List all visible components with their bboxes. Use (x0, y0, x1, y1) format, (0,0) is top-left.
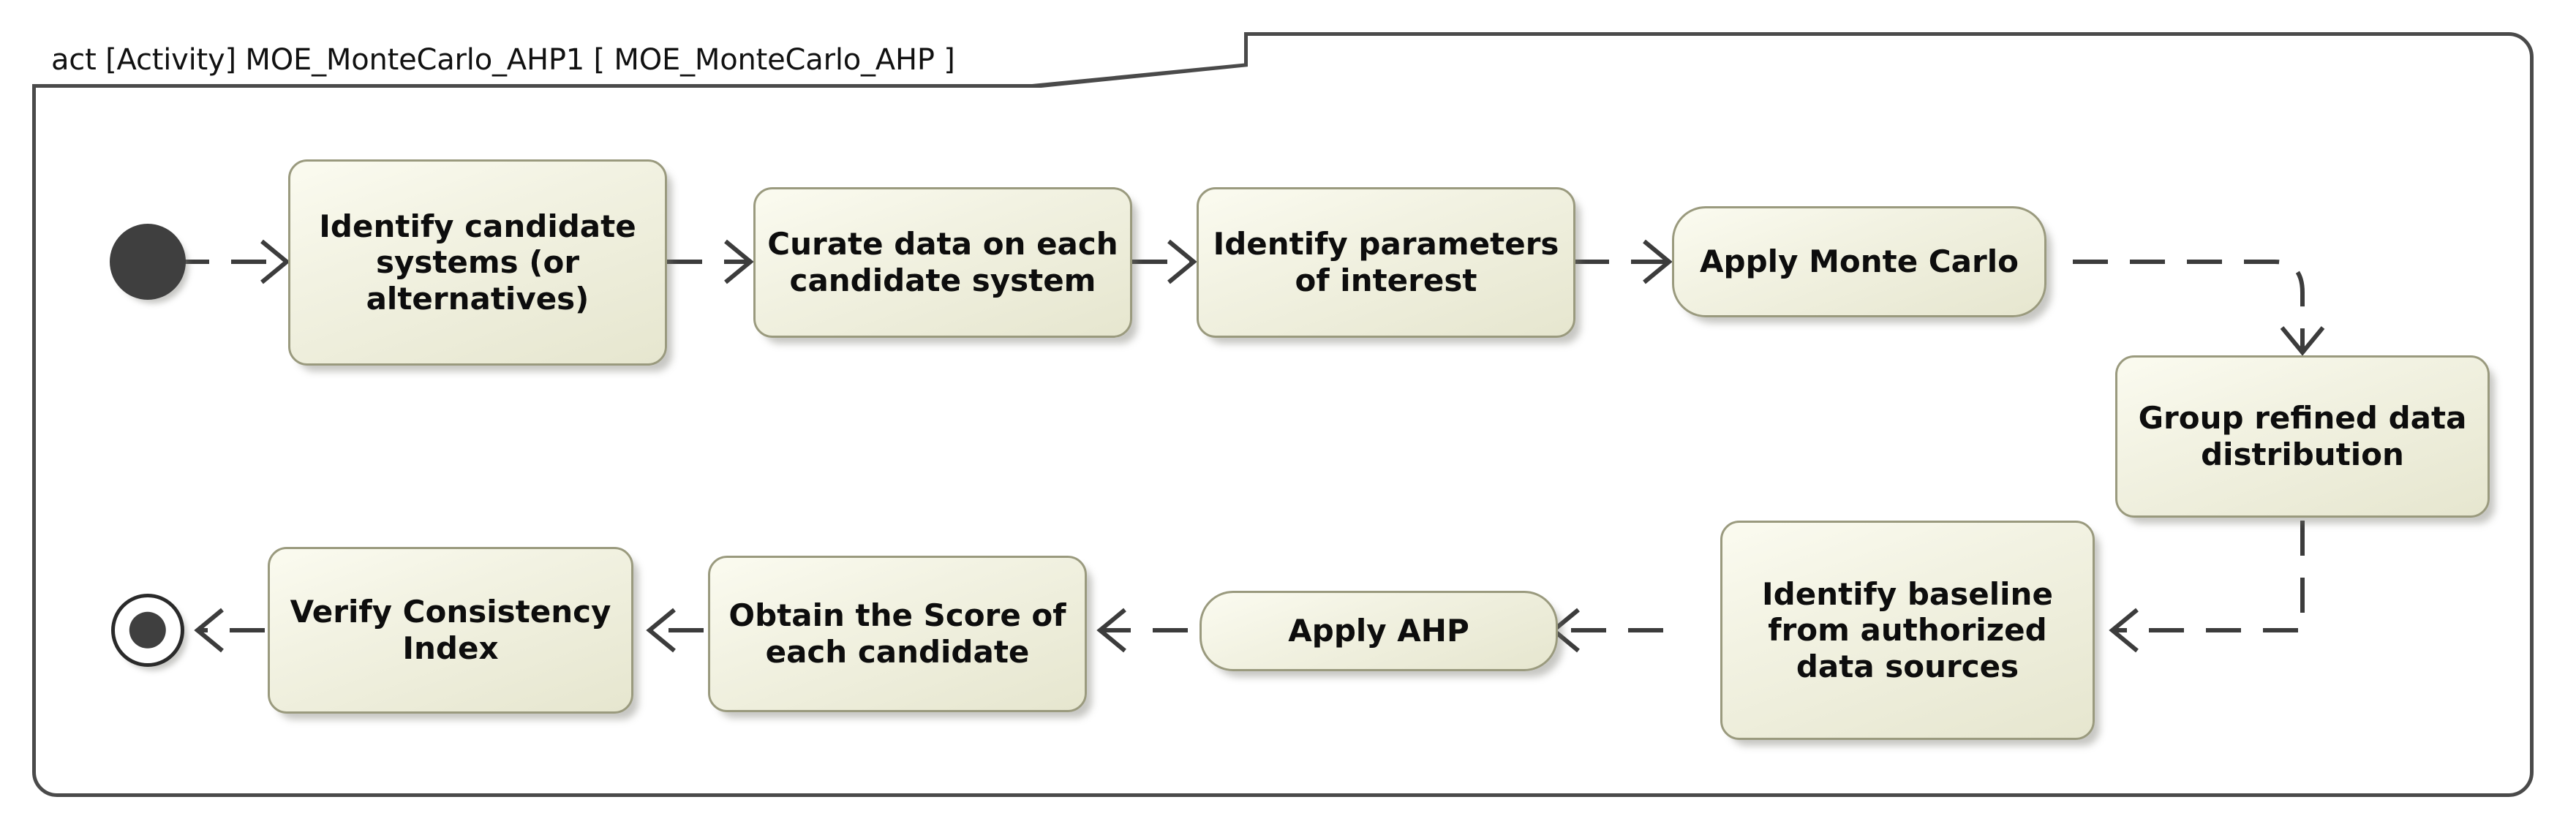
action-node-label: Obtain the Score of each candidate (728, 597, 1066, 670)
action-node-identify-candidate-systems[interactable]: Identify candidate systems (or alternati… (288, 159, 667, 366)
activity-frame (32, 32, 2534, 797)
frame-header-label: act [Activity] MOE_MonteCarlo_AHP1 [ MOE… (51, 43, 955, 77)
action-node-identify-parameters[interactable]: Identify parameters of interest (1197, 187, 1575, 338)
action-node-label: Apply Monte Carlo (1700, 243, 2019, 280)
frame-tab-fill (32, 32, 1244, 84)
action-node-label: Group refined data distribution (2138, 400, 2467, 472)
action-node-identify-baseline[interactable]: Identify baseline from authorized data s… (1720, 521, 2095, 740)
action-node-label: Identify candidate systems (or alternati… (319, 208, 636, 317)
action-node-label: Identify baseline from authorized data s… (1762, 575, 2053, 684)
action-node-label: Curate data on each candidate system (767, 226, 1118, 298)
activity-final-node[interactable] (111, 594, 184, 667)
action-node-label: Apply AHP (1288, 613, 1469, 649)
action-node-obtain-score[interactable]: Obtain the Score of each candidate (708, 556, 1087, 712)
action-node-group-refined-data-distribution[interactable]: Group refined data distribution (2115, 355, 2490, 518)
action-node-apply-ahp[interactable]: Apply AHP (1200, 591, 1558, 671)
final-node-inner-dot (129, 611, 167, 649)
action-node-verify-consistency-index[interactable]: Verify Consistency Index (268, 547, 633, 714)
action-node-label: Identify parameters of interest (1213, 226, 1559, 298)
action-node-label: Verify Consistency Index (290, 594, 611, 666)
action-node-curate-data[interactable]: Curate data on each candidate system (753, 187, 1132, 338)
frame-header-tab: act [Activity] MOE_MonteCarlo_AHP1 [ MOE… (32, 32, 1248, 88)
initial-node[interactable] (110, 224, 186, 300)
action-node-apply-monte-carlo[interactable]: Apply Monte Carlo (1672, 206, 2046, 317)
